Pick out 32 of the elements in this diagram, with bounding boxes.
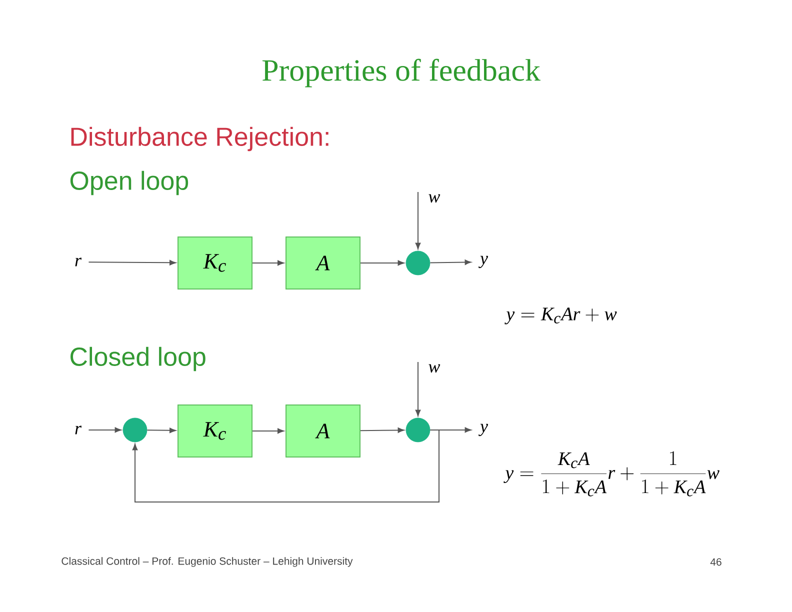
block-box: $K_c$ <box>178 236 252 290</box>
subheading: Open loop <box>70 170 188 196</box>
summing-junction <box>122 418 148 442</box>
arrow <box>415 192 421 250</box>
footer-text: Classical Control – Prof. Eugenio Schuster – Lehigh University <box>62 557 353 567</box>
arrow <box>360 428 404 433</box>
signal-label: $w$ <box>428 364 440 373</box>
signal-label: $r$ <box>75 426 82 434</box>
section-heading: Disturbance Rejection: <box>71 126 328 152</box>
arrow <box>360 260 404 266</box>
title: Properties of feedback <box>262 58 540 88</box>
block-box: $A$ <box>286 404 360 458</box>
equation: $y = \frac{K_c A}{1 + K_c A} r + \frac{1}{1 + K_c A} w$ <box>504 451 720 496</box>
arrow <box>252 428 284 434</box>
arrow <box>88 260 176 266</box>
summing-junction <box>406 250 430 276</box>
block-box: $A$ <box>286 236 360 290</box>
equation: $y = K_c A r + w$ <box>504 308 617 324</box>
subheading: Closed loop <box>70 346 206 372</box>
block-box: $K_c$ <box>178 404 252 458</box>
signal-label: $r$ <box>75 258 82 266</box>
arrow <box>88 427 122 433</box>
arrow <box>415 362 421 416</box>
arrow <box>430 260 472 265</box>
signal-label: $y$ <box>478 424 488 436</box>
signal-label: $w$ <box>428 194 440 203</box>
page-number: 46 <box>710 558 722 566</box>
signal-label: $y$ <box>478 256 488 268</box>
arrow <box>146 428 176 434</box>
summing-junction <box>406 418 430 442</box>
feedback-arrow <box>132 430 440 502</box>
arrow <box>252 260 284 266</box>
